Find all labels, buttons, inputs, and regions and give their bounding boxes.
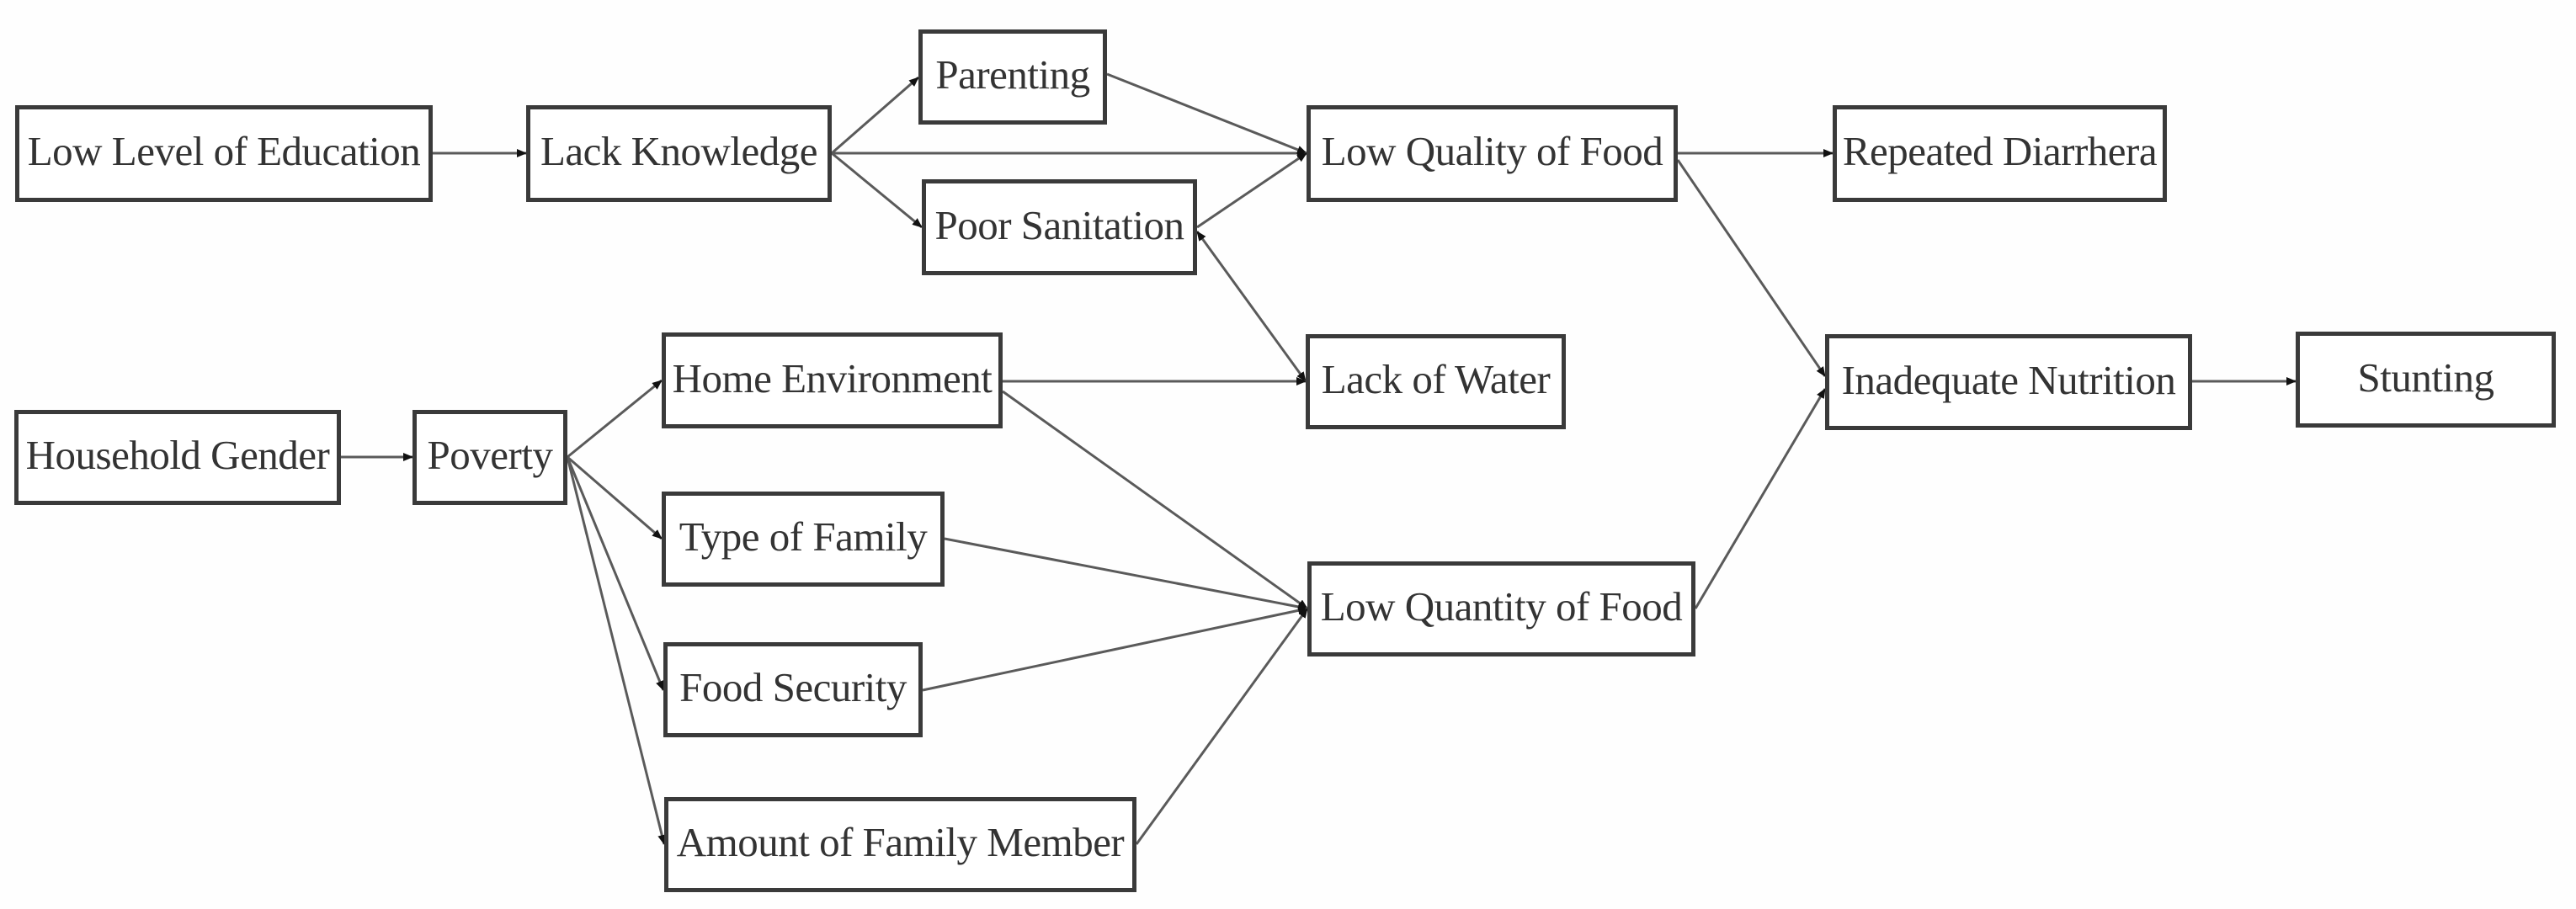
node-label: Parenting [935, 51, 1090, 98]
node-parenting[interactable]: Parenting [918, 29, 1107, 125]
node-label: Lack of Water [1321, 356, 1551, 402]
edge-family-members-to-low-quantity-food [1135, 608, 1309, 845]
node-label: Food Security [679, 664, 907, 710]
node-lack-knowledge[interactable]: Lack Knowledge [526, 105, 832, 202]
node-label: Repeated Diarrhera [1842, 128, 2158, 174]
edge-poverty-to-home-environment [567, 379, 663, 459]
edge-poverty-to-food-security [566, 456, 665, 691]
node-label: Low Quantity of Food [1320, 583, 1683, 630]
edge-lack-of-water-to-poor-sanitation [1195, 231, 1307, 382]
node-repeated-diarrhea[interactable]: Repeated Diarrhera [1833, 105, 2167, 202]
node-label: Low Level of Education [27, 128, 421, 174]
edge-poor-sanitation-to-low-quality-food [1196, 152, 1307, 229]
node-lack-of-water[interactable]: Lack of Water [1306, 334, 1566, 429]
node-type-of-family[interactable]: Type of Family [662, 492, 945, 587]
node-food-security[interactable]: Food Security [663, 642, 923, 737]
node-household-gender[interactable]: Household Gender [14, 410, 341, 505]
node-label: Poverty [427, 432, 553, 478]
edge-poverty-to-family-members [566, 456, 667, 845]
node-stunting[interactable]: Stunting [2296, 332, 2556, 428]
edge-low-quality-food-to-inadequate-nutrition [1676, 159, 1827, 377]
node-low-education[interactable]: Low Level of Education [15, 105, 433, 202]
node-poor-sanitation[interactable]: Poor Sanitation [922, 179, 1197, 275]
edge-type-of-family-to-low-quantity-food [944, 537, 1308, 611]
node-label: Inadequate Nutrition [1841, 356, 2176, 403]
node-label: Stunting [2357, 354, 2494, 401]
node-label: Poor Sanitation [934, 201, 1184, 248]
node-low-quality-food[interactable]: Low Quality of Food [1307, 105, 1678, 202]
node-label: Type of Family [679, 513, 928, 560]
edge-poverty-to-type-of-family [567, 455, 663, 540]
edge-home-environment-to-low-quantity-food [1002, 390, 1308, 610]
edge-parenting-to-low-quality-food [1106, 72, 1307, 155]
edge-low-quantity-food-to-inadequate-nutrition [1694, 388, 1827, 609]
node-home-environment[interactable]: Home Environment [662, 332, 1003, 428]
node-label: Amount of Family Member [676, 819, 1125, 865]
node-label: Low Quality of Food [1321, 128, 1663, 174]
node-label: Household Gender [25, 432, 330, 478]
edge-lack-knowledge-to-parenting [831, 76, 919, 155]
node-inadequate-nutrition[interactable]: Inadequate Nutrition [1825, 334, 2192, 430]
node-poverty[interactable]: Poverty [412, 410, 567, 505]
node-family-members[interactable]: Amount of Family Member [664, 797, 1136, 892]
node-low-quantity-food[interactable]: Low Quantity of Food [1307, 561, 1695, 656]
node-label: Lack Knowledge [540, 128, 818, 174]
edge-lack-knowledge-to-poor-sanitation [831, 152, 923, 229]
node-label: Home Environment [672, 354, 993, 401]
edge-food-security-to-low-quantity-food [922, 606, 1308, 692]
